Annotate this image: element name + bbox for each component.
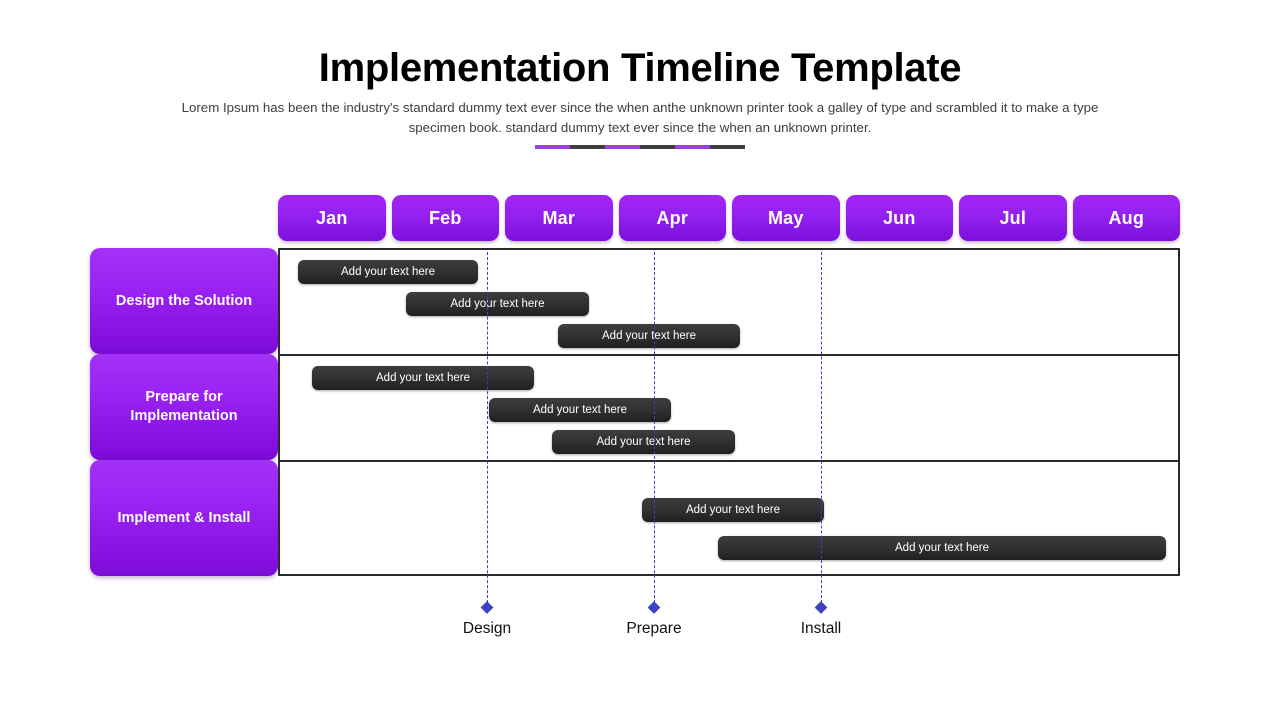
divider-segment bbox=[605, 145, 640, 149]
month-chip-label: Aug bbox=[1108, 207, 1145, 228]
month-chip-label: Jan bbox=[315, 207, 348, 228]
task-bar-label: Add your text here bbox=[341, 266, 435, 278]
task-bar[interactable]: Add your text here bbox=[312, 366, 534, 390]
task-bar[interactable]: Add your text here bbox=[406, 292, 589, 316]
month-chip-may[interactable]: May bbox=[732, 195, 840, 241]
month-chip-jan[interactable]: Jan bbox=[278, 195, 386, 241]
task-bar[interactable]: Add your text here bbox=[552, 430, 735, 454]
milestone-line-design bbox=[487, 252, 488, 608]
divider-segment bbox=[710, 145, 745, 149]
milestone-label-design: Design bbox=[462, 620, 512, 637]
milestone-diamond-icon[interactable] bbox=[814, 601, 828, 614]
month-chip-apr[interactable]: Apr bbox=[618, 195, 726, 241]
month-chip-jun[interactable]: Jun bbox=[845, 195, 953, 241]
row-label-text: Prepare for Implementation bbox=[130, 389, 238, 424]
page-title: Implementation Timeline Template bbox=[318, 46, 962, 90]
task-bar[interactable]: Add your text here bbox=[298, 260, 478, 284]
milestone-diamond-icon[interactable] bbox=[647, 601, 661, 614]
row-label-text: Design the Solution bbox=[115, 292, 253, 309]
task-bar-label: Add your text here bbox=[686, 504, 780, 516]
task-bar-label: Add your text here bbox=[376, 372, 470, 384]
divider-segment bbox=[675, 145, 710, 149]
row-label-design-the-solution[interactable]: Design the Solution bbox=[90, 248, 278, 354]
task-bar-label: Add your text here bbox=[602, 330, 696, 342]
task-bar[interactable]: Add your text here bbox=[718, 536, 1166, 560]
page-subtitle: Lorem Ipsum has been the industry's stan… bbox=[181, 100, 1099, 135]
task-bar-label: Add your text here bbox=[450, 298, 545, 310]
task-bar-label: Add your text here bbox=[533, 404, 627, 416]
month-chip-mar[interactable]: Mar bbox=[505, 195, 613, 241]
month-chip-label: Jul bbox=[999, 207, 1027, 228]
divider-segment bbox=[640, 145, 675, 149]
task-bar-label: Add your text here bbox=[895, 542, 989, 554]
month-chip-aug[interactable]: Aug bbox=[1072, 195, 1180, 241]
row-label-text: Implement & Install bbox=[117, 509, 251, 526]
month-chip-feb[interactable]: Feb bbox=[391, 195, 499, 241]
milestone-diamond-icon[interactable] bbox=[480, 601, 494, 614]
divider-segment bbox=[570, 145, 605, 149]
task-bar[interactable]: Add your text here bbox=[489, 398, 671, 422]
row-label-implement-and-install[interactable]: Implement & Install bbox=[90, 460, 278, 576]
milestone-line-install bbox=[821, 252, 822, 608]
month-chip-label: Mar bbox=[542, 207, 576, 228]
title-divider bbox=[535, 145, 745, 149]
task-bar[interactable]: Add your text here bbox=[642, 498, 824, 522]
milestone-line-prepare bbox=[654, 252, 655, 608]
milestone-label-prepare: Prepare bbox=[626, 620, 682, 637]
task-bar-label: Add your text here bbox=[596, 436, 691, 448]
months-header-row: Jan Feb Mar Apr May Jun Jul Aug bbox=[278, 195, 1180, 241]
month-chip-label: Feb bbox=[428, 207, 462, 228]
row-label-prepare-for-implementation[interactable]: Prepare for Implementation bbox=[90, 354, 278, 460]
month-chip-jul[interactable]: Jul bbox=[959, 195, 1067, 241]
month-chip-label: Jun bbox=[882, 207, 916, 228]
month-chip-label: Apr bbox=[656, 207, 689, 228]
milestone-label-install: Install bbox=[800, 620, 842, 637]
divider-segment bbox=[535, 145, 570, 149]
month-chip-label: May bbox=[767, 207, 804, 228]
task-bar[interactable]: Add your text here bbox=[558, 324, 740, 348]
